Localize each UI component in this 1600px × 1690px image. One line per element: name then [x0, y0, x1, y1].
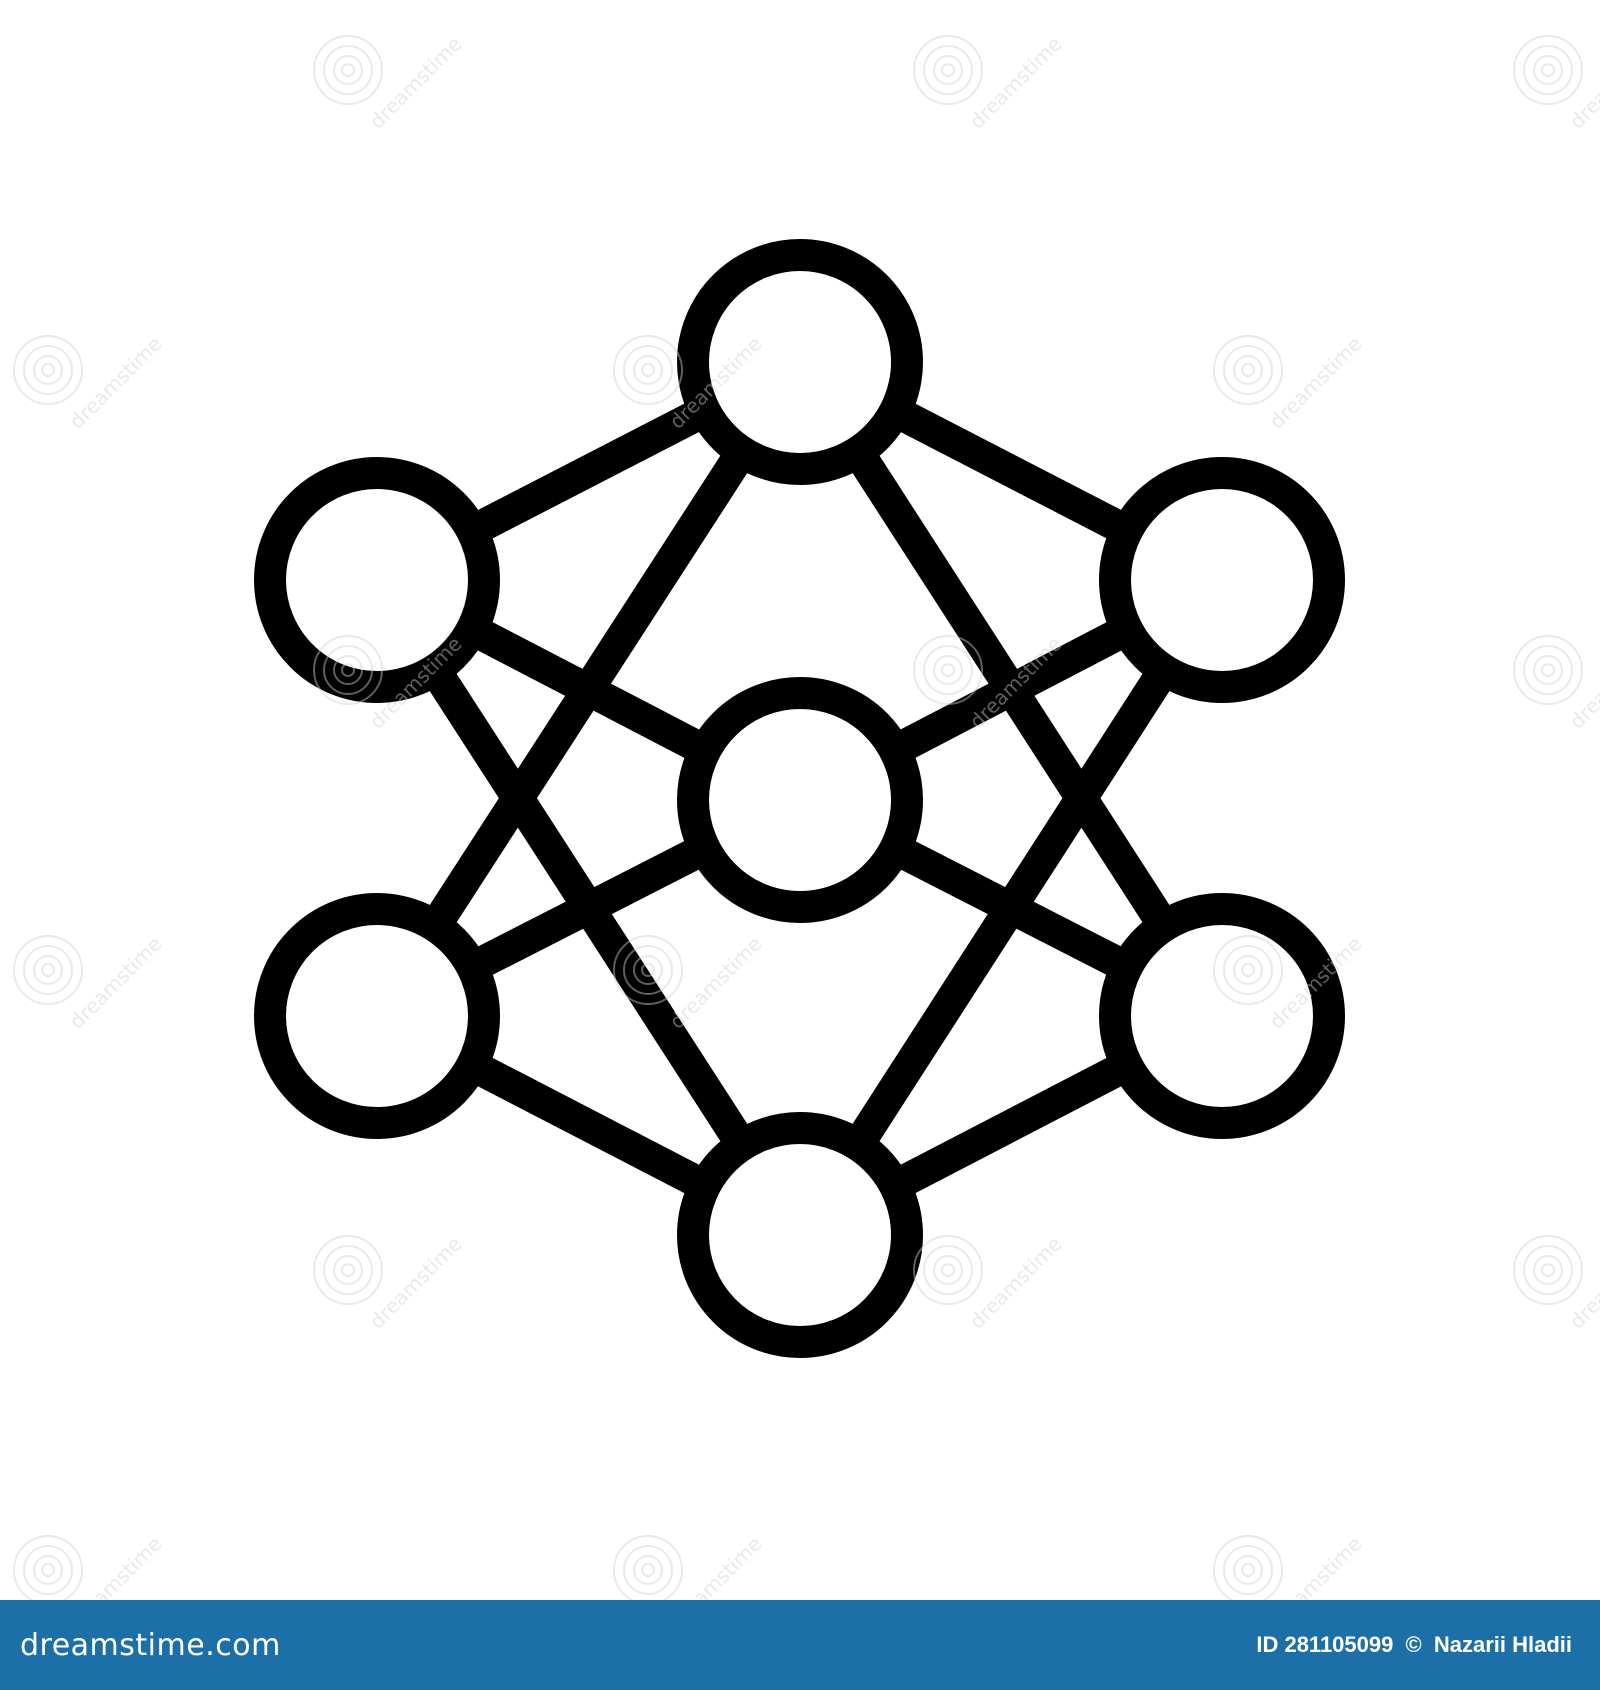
network-molecule-icon — [254, 239, 1345, 1358]
node-upper-left — [254, 457, 500, 703]
footer-bar: dreamstime.com ID 281105099 © Nazarii Hl… — [0, 1600, 1600, 1690]
copyright-icon: © — [1405, 1632, 1422, 1657]
image-id: ID 281105099 — [1256, 1632, 1394, 1657]
network-nodes — [254, 239, 1345, 1358]
node-top — [677, 239, 923, 485]
edge-upper-left-bottom — [363, 571, 814, 1244]
node-upper-right — [1099, 457, 1345, 703]
author-name: Nazarii Hladii — [1433, 1632, 1572, 1657]
image-credit: ID 281105099 © Nazarii Hladii — [1250, 1632, 1572, 1658]
node-lower-right — [1099, 893, 1345, 1139]
node-center — [677, 677, 923, 923]
brand-logo: dreamstime.com — [20, 1627, 281, 1663]
edge-upper-right-bottom — [786, 571, 1236, 1244]
node-bottom — [677, 1112, 923, 1358]
node-lower-left — [254, 893, 500, 1139]
